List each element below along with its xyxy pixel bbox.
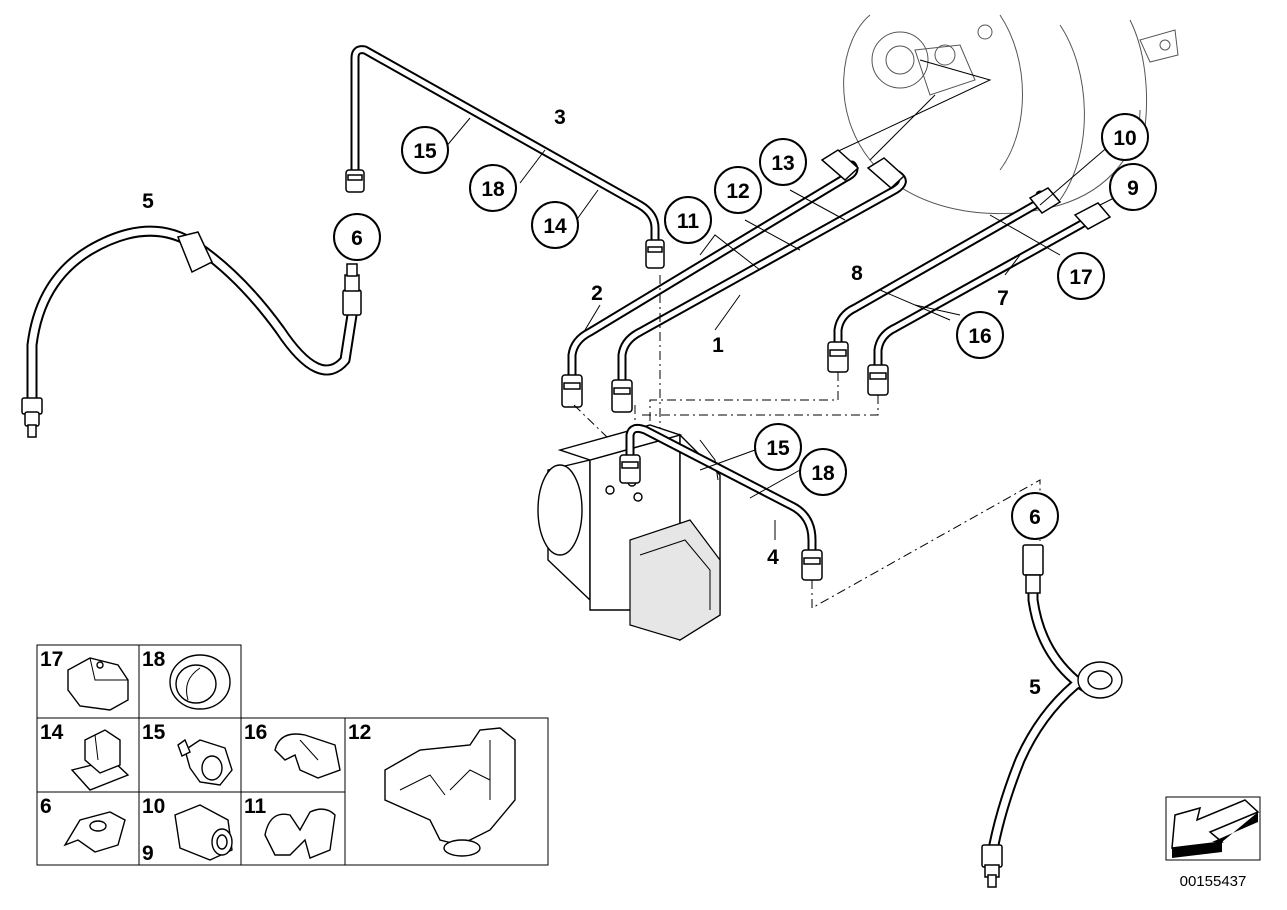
parts-legend: 17 18 14 15 16 12 6 10 9 11 — [36, 644, 549, 866]
callout-6-left: 6 — [351, 227, 363, 250]
legend-11: 11 — [244, 795, 267, 818]
callout-17: 17 — [1069, 266, 1092, 289]
legend-18: 18 — [142, 648, 166, 671]
legend-16: 16 — [244, 721, 267, 744]
legend-17: 17 — [40, 648, 63, 671]
callout-14: 14 — [543, 215, 567, 238]
legend-6: 6 — [40, 795, 52, 818]
callouts — [333, 113, 1157, 540]
callout-4: 4 — [767, 546, 779, 569]
brake-line-3 — [345, 45, 665, 269]
brake-booster — [829, 14, 1179, 215]
callout-7: 7 — [997, 287, 1009, 310]
diagram-id: 00155437 — [1180, 873, 1247, 890]
callout-13: 13 — [771, 152, 794, 175]
callout-12: 12 — [726, 180, 749, 203]
callout-16: 16 — [968, 325, 991, 348]
brake-hose-5-left — [21, 225, 362, 438]
legend-15: 15 — [142, 721, 166, 744]
callout-2: 2 — [591, 282, 603, 305]
legend-9: 9 — [142, 842, 154, 865]
callout-10: 10 — [1113, 127, 1136, 150]
brake-hose-5-right — [981, 544, 1123, 888]
callout-5-left: 5 — [142, 190, 154, 213]
callout-1: 1 — [712, 334, 724, 357]
callout-11: 11 — [677, 210, 700, 233]
legend-10: 10 — [142, 795, 165, 818]
callout-9: 9 — [1127, 177, 1139, 200]
legend-12: 12 — [348, 721, 371, 744]
brake-lines-7-8 — [827, 144, 1121, 396]
callout-18-top: 18 — [481, 178, 505, 201]
callout-18-bottom: 18 — [811, 462, 835, 485]
callout-6-right: 6 — [1029, 506, 1041, 529]
callout-15-top: 15 — [413, 140, 437, 163]
brake-lines-1-2 — [561, 149, 907, 413]
brake-line-4 — [619, 423, 823, 581]
callout-5-right: 5 — [1029, 676, 1041, 699]
callout-3: 3 — [554, 106, 566, 129]
callout-15-bottom: 15 — [766, 437, 790, 460]
callout-8: 8 — [851, 262, 863, 285]
callout-labels: 1 2 3 4 5 5 6 6 7 8 9 10 11 12 13 14 15 … — [142, 106, 1139, 699]
direction-arrow-box — [1165, 796, 1261, 861]
legend-14: 14 — [40, 721, 64, 744]
